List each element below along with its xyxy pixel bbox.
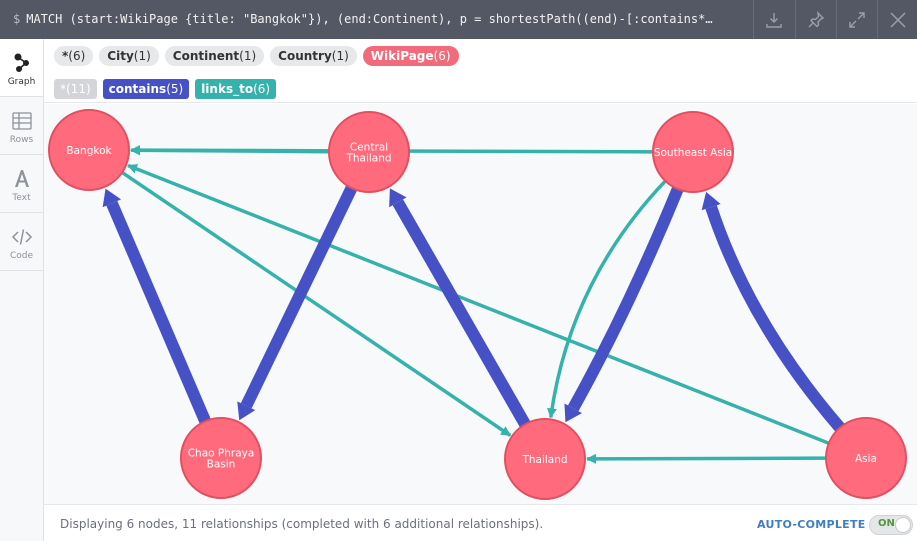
relationship-line[interactable] xyxy=(106,200,211,424)
relationship-links_to-asia-thailand[interactable] xyxy=(586,453,827,464)
node-label-continent[interactable]: Continent(1) xyxy=(164,46,265,66)
sidebar-label-code: Code xyxy=(9,251,34,261)
node-label-country[interactable]: Country(1) xyxy=(270,46,357,66)
relationship-arrowhead xyxy=(701,191,721,211)
query-prompt: $ xyxy=(13,12,21,26)
relationship-links_to-sea-thailand[interactable] xyxy=(547,179,667,419)
node-circle[interactable] xyxy=(504,418,586,500)
autocomplete-label: AUTO-COMPLETE xyxy=(757,518,866,531)
relationship-arrowhead xyxy=(237,401,256,421)
sidebar-item-rows[interactable]: Rows xyxy=(0,97,43,155)
sidebar-item-code[interactable]: Code xyxy=(0,213,43,271)
pin-button[interactable] xyxy=(795,0,836,39)
rel-type-contains[interactable]: contains(5) xyxy=(102,79,190,99)
relationship-links_to-asia-bangkok[interactable] xyxy=(127,163,830,445)
node-label-wikipage[interactable]: WikiPage(6) xyxy=(362,46,459,66)
status-text: Displaying 6 nodes, 11 relationships (co… xyxy=(60,517,544,531)
legend-bar: *(6) City(1) Continent(1) Country(1) Wik… xyxy=(44,39,917,103)
relationship-type-row: *(11) contains(5) links_to(6) xyxy=(54,79,277,99)
sidebar-label-graph: Graph xyxy=(7,77,36,87)
node-thailand[interactable]: Thailand xyxy=(504,418,586,500)
node-caption: Central xyxy=(350,142,388,154)
node-caption: Southeast Asia xyxy=(654,147,732,159)
relationship-arrowhead xyxy=(564,403,582,423)
relationship-line[interactable] xyxy=(121,170,512,437)
pin-icon xyxy=(808,10,825,27)
node-circle[interactable] xyxy=(48,109,130,191)
node-circle[interactable] xyxy=(825,417,907,499)
node-caption: Bangkok xyxy=(66,145,112,157)
sidebar-label-text: Text xyxy=(12,193,31,203)
relationship-contains-central-chao[interactable] xyxy=(237,185,357,421)
node-label-all[interactable]: *(6) xyxy=(54,46,94,66)
download-button[interactable] xyxy=(753,0,794,39)
graph-icon xyxy=(14,53,29,72)
relationship-line[interactable] xyxy=(586,453,827,464)
node-circle[interactable] xyxy=(328,111,410,193)
relationship-line[interactable] xyxy=(705,205,845,432)
relationship-arrowhead xyxy=(389,188,407,208)
rel-type-all[interactable]: *(11) xyxy=(54,79,97,99)
query-string: MATCH (start:WikiPage {title: "Bangkok"}… xyxy=(26,12,713,26)
node-bangkok[interactable]: Bangkok xyxy=(48,109,130,191)
node-caption: Thailand xyxy=(521,454,567,466)
query-text[interactable]: $ MATCH (start:WikiPage {title: "Bangkok"… xyxy=(13,12,713,26)
text-icon xyxy=(14,170,29,187)
node-caption: Chao Phraya xyxy=(188,448,255,460)
relationship-contains-sea-thailand[interactable] xyxy=(564,186,684,423)
node-caption: Asia xyxy=(855,453,877,465)
relationship-contains-asia-sea[interactable] xyxy=(701,191,845,432)
query-bar: $ MATCH (start:WikiPage {title: "Bangkok"… xyxy=(0,0,917,39)
node-asia[interactable]: Asia xyxy=(825,417,907,499)
close-button[interactable] xyxy=(877,0,917,39)
toggle-state: ON xyxy=(878,518,895,529)
code-icon xyxy=(11,229,32,245)
view-sidebar: Graph Rows Text Code xyxy=(0,39,44,541)
rel-type-links-to[interactable]: links_to(6) xyxy=(195,79,277,99)
node-sea[interactable]: Southeast Asia xyxy=(652,111,734,193)
toggle-knob[interactable] xyxy=(895,517,911,533)
close-icon xyxy=(890,11,906,28)
relationship-line[interactable] xyxy=(127,163,830,445)
relationship-line[interactable] xyxy=(240,185,357,409)
autocomplete-toggle[interactable]: ON xyxy=(869,515,913,535)
node-caption: Thailand xyxy=(345,153,391,165)
node-label-row: *(6) City(1) Continent(1) Country(1) Wik… xyxy=(54,46,459,66)
node-label-city[interactable]: City(1) xyxy=(99,46,159,66)
status-footer: Displaying 6 nodes, 11 relationships (co… xyxy=(44,504,917,541)
fullscreen-button[interactable] xyxy=(836,0,877,39)
relationship-line[interactable] xyxy=(567,186,684,412)
node-circle[interactable] xyxy=(652,111,734,193)
node-circle[interactable] xyxy=(180,417,262,499)
relationship-line[interactable] xyxy=(547,179,667,419)
relationship-contains-thailand-central[interactable] xyxy=(389,188,531,428)
node-caption: Basin xyxy=(207,459,236,471)
sidebar-item-graph[interactable]: Graph xyxy=(0,39,43,97)
table-icon xyxy=(11,112,32,130)
relationship-line[interactable] xyxy=(392,199,531,428)
relationship-contains-chao-bangkok[interactable] xyxy=(102,188,211,424)
sidebar-item-text[interactable]: Text xyxy=(0,155,43,213)
sidebar-label-rows: Rows xyxy=(9,135,34,145)
expand-icon xyxy=(849,11,865,28)
relationship-links_to-bangkok-thailand[interactable] xyxy=(121,170,512,437)
relationship-arrowhead xyxy=(102,188,122,208)
download-icon xyxy=(766,12,782,28)
